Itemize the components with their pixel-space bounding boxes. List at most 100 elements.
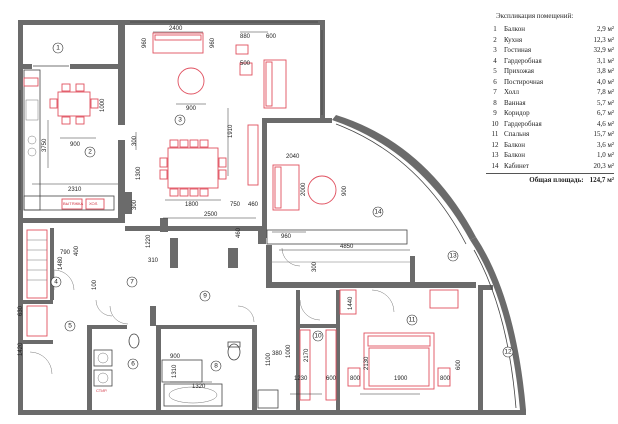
- room-marker-number: 4: [54, 279, 58, 286]
- room-no: 8: [493, 98, 497, 107]
- dim-1800: 1800: [185, 202, 199, 208]
- room-area: 32,9 м²: [593, 46, 614, 55]
- dim-460-b: 460: [236, 227, 242, 238]
- room-marker-circle: [312, 330, 324, 342]
- room-marker-circle: [199, 290, 211, 302]
- dim-3750: 3750: [42, 138, 48, 152]
- room-marker-number: 2: [88, 149, 92, 156]
- total-area-label: Общая площадь:: [529, 176, 584, 184]
- room-marker-circle: [174, 114, 186, 126]
- dimension-lines: [32, 31, 420, 395]
- living-room: [152, 32, 287, 197]
- room-marker-circle: [447, 250, 459, 262]
- room-marker-circle: [84, 146, 96, 158]
- room-no: 14: [491, 161, 499, 170]
- room-marker-number: 6: [131, 361, 135, 368]
- room-name: Ванная: [504, 98, 526, 107]
- dim-1000-b: 1000: [286, 344, 292, 358]
- room-marker-number: 5: [68, 323, 72, 330]
- dim-630: 630: [18, 305, 24, 316]
- room-name: Постирочная: [504, 77, 544, 86]
- room-name: Спальня: [504, 130, 530, 139]
- room-area: 3,8 м²: [596, 67, 614, 76]
- room-name: Кабинет: [504, 161, 529, 170]
- dim-300-c: 300: [312, 261, 318, 272]
- fridge-label: ХОЛ.: [89, 201, 98, 206]
- bedroom: [339, 289, 459, 390]
- dim-900-kitchen: 900: [70, 142, 81, 148]
- room-no: 12: [491, 140, 499, 149]
- room-marker-circle: [406, 314, 418, 326]
- walls: [18, 20, 526, 415]
- dim-2000: 2000: [301, 182, 307, 196]
- kitchen: ВЫТЯЖКА ХОЛ.: [23, 69, 115, 211]
- total-area-value: 124,7 м²: [589, 176, 614, 184]
- room-name: Гардеробная: [504, 56, 542, 65]
- dim-800-a: 800: [350, 376, 361, 382]
- dim-880: 880: [240, 34, 251, 40]
- room-area: 4,6 м²: [596, 119, 614, 128]
- room-no: 7: [493, 88, 497, 97]
- room-area: 1,0 м²: [596, 151, 614, 160]
- room-area: 3,6 м²: [596, 140, 614, 149]
- dim-600-a: 600: [266, 34, 277, 40]
- dim-960-c: 960: [281, 234, 292, 240]
- dim-380: 380: [272, 351, 283, 357]
- room-marker-circle: [126, 276, 138, 288]
- dim-460-a: 460: [248, 202, 259, 208]
- dim-1220: 1220: [146, 234, 152, 248]
- dim-1440: 1440: [348, 296, 354, 310]
- room-area: 12,3 м²: [593, 35, 614, 44]
- dim-1000: 1000: [100, 98, 106, 112]
- room-schedule-title: Экспликация помещений:: [496, 12, 574, 20]
- room-no: 13: [491, 151, 499, 160]
- room-no: 6: [493, 77, 497, 86]
- dim-2040: 2040: [286, 154, 300, 160]
- dim-900-a: 900: [186, 106, 197, 112]
- room-name: Коридор: [504, 109, 530, 118]
- dim-500: 500: [240, 61, 251, 67]
- dim-1310: 1310: [172, 364, 178, 378]
- room-marker-number: 9: [203, 293, 207, 300]
- room-no: 10: [491, 119, 499, 128]
- dim-300-a: 300: [132, 135, 138, 146]
- dim-300-b: 300: [132, 199, 138, 210]
- room-name: Гостиная: [504, 46, 532, 55]
- dim-2400: 2400: [169, 26, 183, 32]
- room-marker-circle: [372, 206, 384, 218]
- dim-900-bath: 900: [170, 354, 181, 360]
- room-area: 5,7 м²: [596, 98, 614, 107]
- room-name: Балкон: [504, 151, 525, 160]
- dim-2170: 2170: [304, 348, 310, 362]
- room-marker-number: 7: [130, 279, 134, 286]
- room-area: 3,1 м²: [596, 56, 614, 65]
- room-no: 5: [493, 67, 497, 76]
- room-marker-number: 14: [374, 209, 382, 216]
- room-no: 11: [491, 130, 499, 139]
- dim-790: 790: [60, 250, 71, 256]
- dim-1420: 1420: [18, 342, 24, 356]
- room-marker-circle: [127, 358, 139, 370]
- room-marker-number: 10: [314, 333, 322, 340]
- room-schedule-row: 5 Прихожая 3,8 м²: [486, 66, 614, 77]
- dim-400-a: 400: [74, 245, 80, 256]
- room-marker-circle: [502, 346, 514, 358]
- dim-1900: 1900: [394, 376, 408, 382]
- room-area: 20,3 м²: [593, 161, 614, 170]
- room-schedule-row: 3 Гостиная 32,9 м²: [486, 45, 614, 56]
- dim-960-a: 960: [142, 37, 148, 48]
- room-no: 3: [493, 46, 497, 55]
- room-schedule-divider: [486, 173, 614, 174]
- room-name: Прихожая: [504, 67, 535, 76]
- dim-900-study: 900: [342, 185, 348, 196]
- dim-800-b: 800: [440, 376, 451, 382]
- dim-1300: 1300: [136, 166, 142, 180]
- service-rooms: СТИР.: [26, 229, 337, 409]
